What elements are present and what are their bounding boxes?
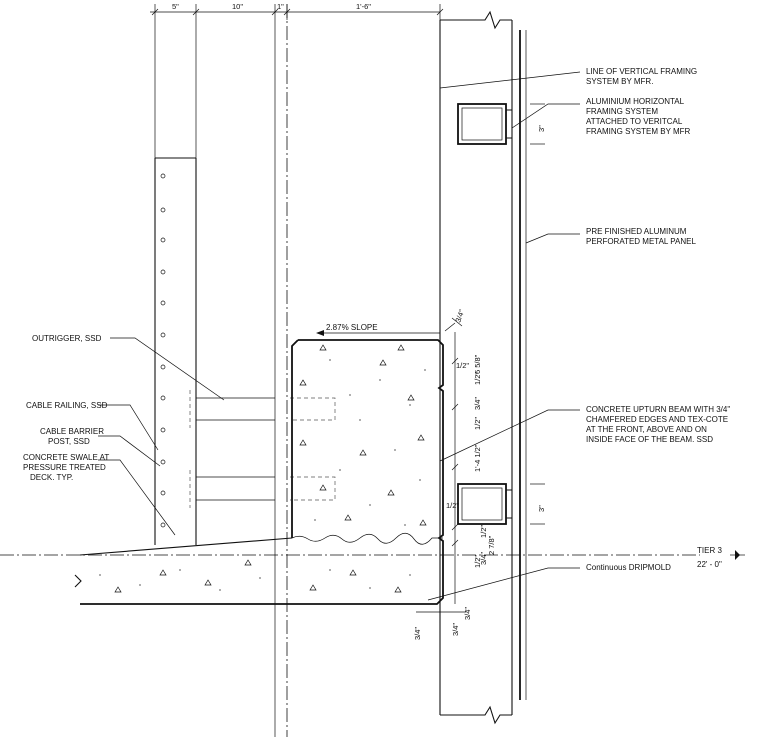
svg-text:ALUMINIUM HORIZONTAL: ALUMINIUM HORIZONTAL xyxy=(586,97,685,106)
svg-text:SYSTEM BY MFR.: SYSTEM BY MFR. xyxy=(586,77,653,86)
callout-cable-railing: CABLE RAILING, SSD xyxy=(26,401,108,410)
dim-1in: 1" xyxy=(277,2,284,11)
svg-text:PERFORATED METAL PANEL: PERFORATED METAL PANEL xyxy=(586,237,696,246)
outrigger xyxy=(189,390,336,508)
dim-half-right: 1/2" xyxy=(473,372,482,385)
callout-upturn-beam: CONCRETE UPTURN BEAM WITH 3/4" CHAMFERED… xyxy=(586,405,730,444)
dim-two-seven-eighths: 2 7/8" xyxy=(487,535,496,555)
dim-three-lower: 3" xyxy=(537,505,546,512)
svg-text:LINE OF VERTICAL FRAMING: LINE OF VERTICAL FRAMING xyxy=(586,67,697,76)
horizontal-framing-tube xyxy=(457,103,512,525)
svg-text:DECK. TYP.: DECK. TYP. xyxy=(30,473,73,482)
callout-swale: CONCRETE SWALE AT PRESSURE TREATED DECK.… xyxy=(23,453,109,482)
svg-text:CONCRETE SWALE AT: CONCRETE SWALE AT xyxy=(23,453,109,462)
callout-horizontal-framing: ALUMINIUM HORIZONTAL FRAMING SYSTEM ATTA… xyxy=(586,97,691,136)
svg-text:OUTRIGGER, SSD: OUTRIGGER, SSD xyxy=(32,334,102,343)
callout-vertical-framing: LINE OF VERTICAL FRAMING SYSTEM BY MFR. xyxy=(586,67,697,86)
slope-indicator: 2.87% SLOPE xyxy=(316,323,440,336)
dim-half-low2: 1/2" xyxy=(479,525,488,538)
concrete-upturn-beam xyxy=(291,339,444,605)
beam-dimensions: 3/4" 1/2" 1/2" 6 5/8" 3/4" 1/2" 1'-4 1/2… xyxy=(413,103,546,640)
callout-metal-panel: PRE FINISHED ALUMINUM PERFORATED METAL P… xyxy=(586,227,696,246)
dim-1ft-6in: 1'-6" xyxy=(356,2,371,11)
vertical-framing-system xyxy=(439,10,527,725)
dim-half-bottom: 1/2" xyxy=(473,555,482,568)
svg-text:CABLE RAILING, SSD: CABLE RAILING, SSD xyxy=(26,401,108,410)
dim-drip-b: 3/4" xyxy=(451,623,460,636)
svg-text:FRAMING SYSTEM BY MFR: FRAMING SYSTEM BY MFR xyxy=(586,127,691,136)
dim-half-low: 1/2" xyxy=(446,501,459,510)
callout-cable-post: CABLE BARRIER POST, SSD xyxy=(40,427,104,446)
dim-drip-a: 3/4" xyxy=(413,627,422,640)
level-name: TIER 3 xyxy=(697,546,722,555)
slope-label: 2.87% SLOPE xyxy=(326,323,378,332)
level-elevation: 22' - 0" xyxy=(697,560,722,569)
svg-text:ATTACHED TO VERITCAL: ATTACHED TO VERITCAL xyxy=(586,117,683,126)
callout-dripmold: Continuous DRIPMOLD xyxy=(586,563,671,572)
dim-one-foot-four-half: 1'-4 1/2" xyxy=(473,444,482,472)
svg-text:AT THE FRONT, ABOVE AND ON: AT THE FRONT, ABOVE AND ON xyxy=(586,425,707,434)
dim-three-quarter-mid: 3/4" xyxy=(473,397,482,410)
svg-text:Continuous DRIPMOLD: Continuous DRIPMOLD xyxy=(586,563,671,572)
svg-text:CHAMFERED EDGES AND TEX-COTE: CHAMFERED EDGES AND TEX-COTE xyxy=(586,415,728,424)
svg-text:CABLE BARRIER: CABLE BARRIER xyxy=(40,427,104,436)
svg-text:POST, SSD: POST, SSD xyxy=(48,437,90,446)
leader-lines xyxy=(98,71,581,601)
dim-5in: 5" xyxy=(172,2,179,11)
dim-three-quarter-low: 3/4" xyxy=(479,552,488,565)
svg-text:PRE FINISHED ALUMINUM: PRE FINISHED ALUMINUM xyxy=(586,227,687,236)
svg-text:CONCRETE UPTURN BEAM WITH 3/4": CONCRETE UPTURN BEAM WITH 3/4" xyxy=(586,405,730,414)
cable-barrier-post xyxy=(154,157,197,545)
svg-text:INSIDE FACE OF THE BEAM. SSD: INSIDE FACE OF THE BEAM. SSD xyxy=(586,435,713,444)
top-dimension-string: 5" 10" 1" 1'-6" xyxy=(150,2,444,737)
dim-10in: 10" xyxy=(232,2,243,11)
dim-half-top: 1/2" xyxy=(456,361,469,370)
level-marker: TIER 3 22' - 0" xyxy=(697,546,745,569)
dim-three-upper: 3" xyxy=(537,125,546,132)
dim-chamfer-top: 3/4" xyxy=(453,308,466,324)
svg-text:PRESSURE TREATED: PRESSURE TREATED xyxy=(23,463,106,472)
callout-outrigger: OUTRIGGER, SSD xyxy=(32,334,102,343)
concrete-deck-slab xyxy=(74,537,411,605)
svg-text:FRAMING SYSTEM: FRAMING SYSTEM xyxy=(586,107,658,116)
dim-drip-c: 3/4" xyxy=(463,607,472,620)
dim-six-five-eighths: 6 5/8" xyxy=(473,354,482,374)
dim-half-mid: 1/2" xyxy=(473,417,482,430)
